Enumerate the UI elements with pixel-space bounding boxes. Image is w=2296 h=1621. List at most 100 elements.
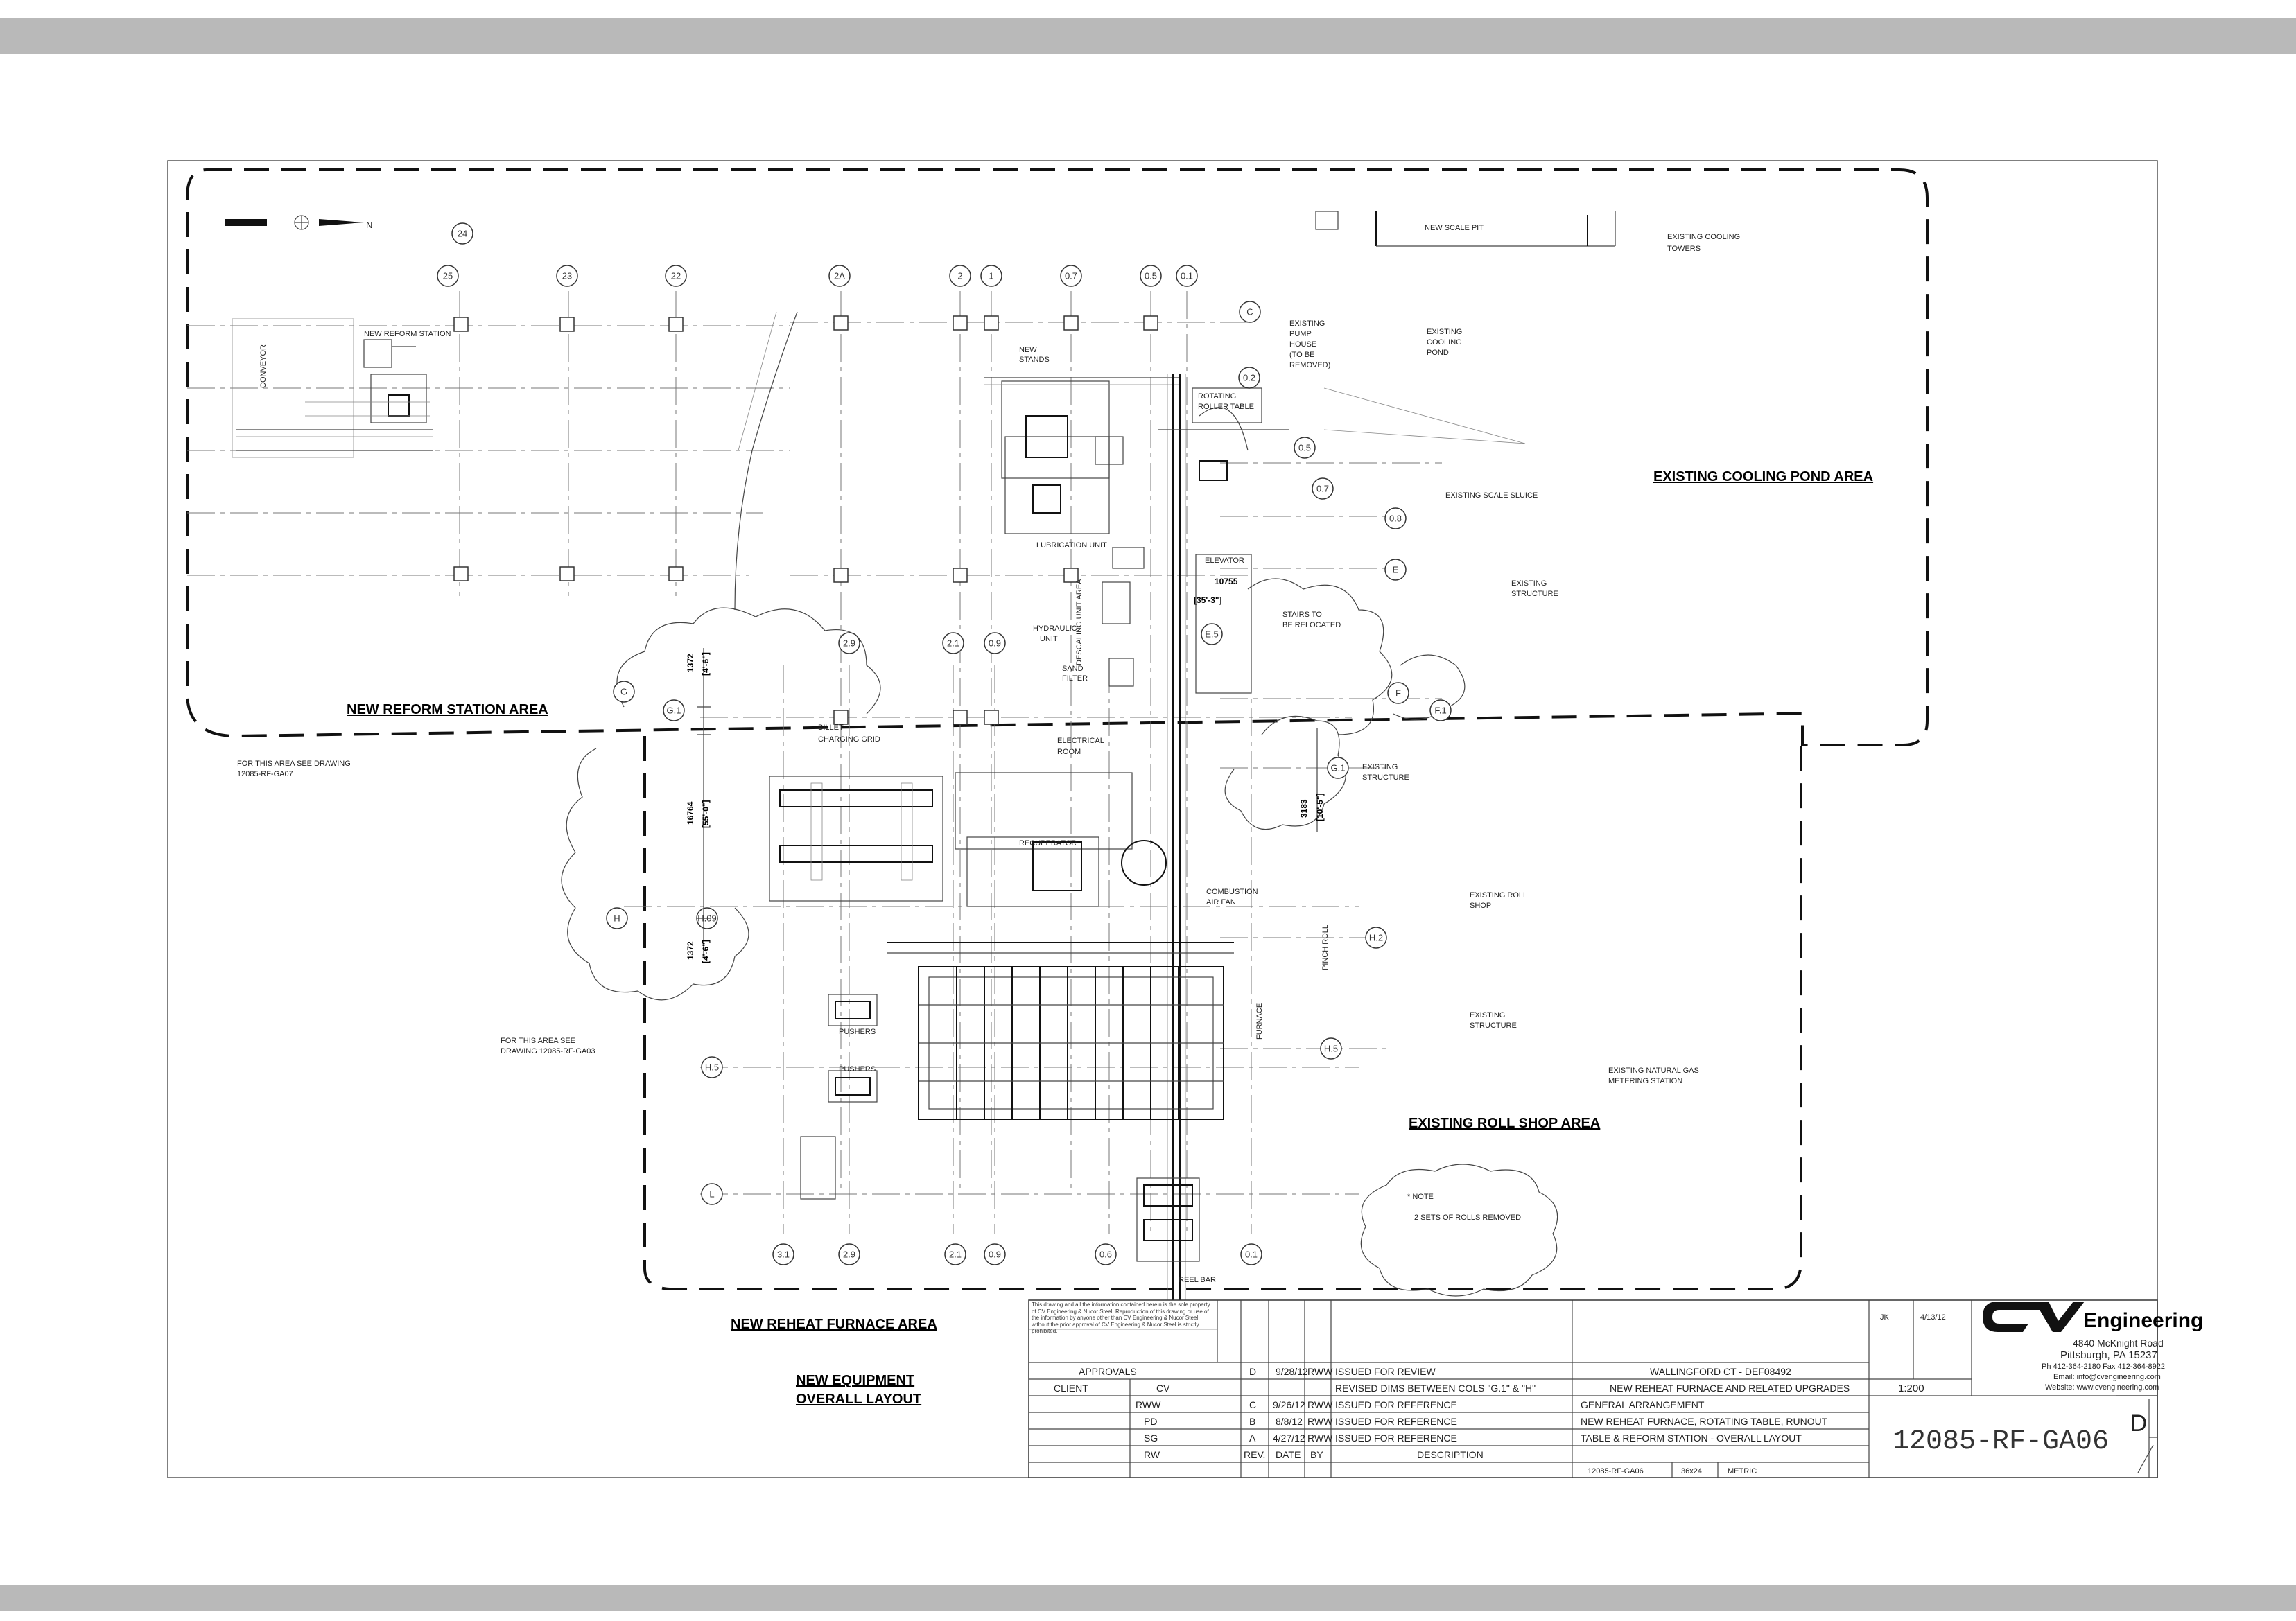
revision-row-a: SG A 4/27/12 RWW ISSUED FOR REFERENCE (1144, 1432, 1457, 1444)
svg-text:8/8/12: 8/8/12 (1276, 1416, 1303, 1427)
svg-text:BY: BY (1310, 1449, 1323, 1460)
svg-text:G.1: G.1 (1331, 763, 1346, 773)
electrical-room-label-2: ROOM (1057, 748, 1081, 756)
area-boundary-lower (643, 736, 1802, 1290)
pinch-roll-label: PINCH ROLL (1321, 925, 1330, 970)
svg-text:SG: SG (1144, 1432, 1158, 1444)
existing-pump-house-label-5: REMOVED) (1289, 361, 1330, 369)
existing-cooling-pond-label: EXISTING (1427, 328, 1462, 336)
grid-bubbles-mid: 2.9 2.1 0.9 (838, 632, 1006, 654)
descaling-unit-area-label: DESCALING UNIT AREA (1075, 579, 1084, 665)
existing-cooling-pond-label-2: COOLING (1427, 338, 1462, 347)
existing-structure-label-lower: EXISTING (1470, 1011, 1505, 1019)
svg-text:RWW: RWW (1136, 1399, 1161, 1410)
electrical-room-label: ELECTRICAL (1057, 737, 1104, 745)
svg-text:ISSUED FOR REVIEW: ISSUED FOR REVIEW (1335, 1366, 1436, 1377)
svg-text:0.6: 0.6 (1099, 1250, 1112, 1260)
revision-cloud-upper (616, 578, 1466, 830)
svg-text:2A: 2A (834, 271, 845, 281)
svg-text:DATE: DATE (1276, 1449, 1301, 1460)
runout-table: ROTATING ROLLER TABLE ELEVATOR (1158, 374, 1289, 1303)
cv-label: CV (1156, 1383, 1170, 1394)
grid-bubbles-top: 24 25 23 22 2A 2 1 0.7 0.5 0.1 (437, 222, 1198, 287)
svg-text:25: 25 (443, 271, 453, 281)
disclaimer-text: This drawing and all the information con… (1032, 1302, 1210, 1334)
building-columns-upper (453, 315, 1158, 725)
revision-letter: D (2130, 1410, 2148, 1437)
drawing-number: 12085-RF-GA06 (1893, 1426, 2109, 1457)
svg-text:REVISED DIMS BETWEEN COLS "G.1: REVISED DIMS BETWEEN COLS "G.1" & "H" (1335, 1383, 1536, 1394)
sand-filter-label: SAND (1062, 665, 1084, 673)
revision-cloud-left (561, 748, 749, 1001)
svg-text:A: A (1249, 1432, 1256, 1444)
svg-text:2.1: 2.1 (947, 638, 959, 649)
svg-text:RWW: RWW (1307, 1416, 1333, 1427)
note-cloud: * NOTE 2 SETS OF ROLLS REMOVED (1360, 1164, 1558, 1297)
drawn-by: JK (1880, 1313, 1890, 1322)
project-line-4: NEW REHEAT FURNACE, ROTATING TABLE, RUNO… (1581, 1416, 1828, 1427)
area-boundary-upper (186, 168, 1929, 746)
rotating-roller-table-label: ROTATING (1198, 392, 1236, 401)
svg-text:22: 22 (671, 271, 681, 281)
dim-16764-imperial: [55'-0"] (701, 800, 711, 828)
svg-text:9/26/12: 9/26/12 (1273, 1399, 1305, 1410)
grid-bubbles-bottom: 3.1 2.9 2.1 0.9 0.6 0.1 (772, 1243, 1262, 1265)
svg-text:9/28/12: 9/28/12 (1276, 1366, 1308, 1377)
company-address-2: Pittsburgh, PA 15237 (2060, 1349, 2157, 1361)
existing-structure-label-2: STRUCTURE (1511, 590, 1558, 598)
existing-structure-label-lower-2: STRUCTURE (1470, 1022, 1517, 1030)
svg-text:PD: PD (1144, 1416, 1157, 1427)
svg-text:F: F (1395, 688, 1401, 699)
existing-structure-label: EXISTING (1511, 579, 1547, 588)
svg-text:B: B (1249, 1416, 1255, 1427)
project-line-2: NEW REHEAT FURNACE AND RELATED UPGRADES (1610, 1383, 1850, 1394)
svg-text:RWW: RWW (1307, 1366, 1333, 1377)
svg-text:DESCRIPTION: DESCRIPTION (1417, 1449, 1484, 1460)
svg-text:E.5: E.5 (1205, 629, 1219, 640)
svg-text:C: C (1249, 1399, 1256, 1410)
svg-text:24: 24 (458, 229, 467, 239)
svg-text:H.5: H.5 (705, 1062, 719, 1073)
svg-text:0.7: 0.7 (1316, 484, 1329, 494)
svg-text:REV.: REV. (1244, 1449, 1265, 1460)
north-arrow: N (225, 215, 372, 230)
revision-row-c: RWW C 9/26/12 RWW ISSUED FOR REFERENCE (1136, 1399, 1457, 1410)
hydraulic-unit-label-2: UNIT (1040, 635, 1058, 643)
svg-text:H: H (614, 913, 620, 924)
svg-text:D: D (1249, 1366, 1256, 1377)
svg-text:0.1: 0.1 (1181, 271, 1193, 281)
new-scale-pit: NEW SCALE PIT (1315, 211, 1616, 247)
existing-cooling-pond-label-3: POND (1427, 349, 1449, 357)
billet-charging-grid: BILLET CHARGING GRID (769, 724, 943, 902)
existing-natural-gas-label-2: METERING STATION (1608, 1077, 1682, 1085)
revision-row-d: D 9/28/12 RWW ISSUED FOR REVIEW (1249, 1366, 1436, 1377)
company-website: Website: www.cvengineering.com (2045, 1383, 2159, 1392)
svg-text:ISSUED FOR REFERENCE: ISSUED FOR REFERENCE (1335, 1416, 1457, 1427)
svg-text:H.5: H.5 (1324, 1044, 1338, 1054)
svg-text:0.5: 0.5 (1145, 271, 1157, 281)
pushers-label: PUSHERS (839, 1028, 876, 1036)
svg-text:C: C (1246, 307, 1253, 317)
see-drawing-note-1b: 12085-RF-GA07 (237, 770, 293, 778)
client-label: CLIENT (1054, 1383, 1088, 1394)
hydraulic-unit-label: HYDRAULIC (1033, 624, 1077, 633)
stairs-label: STAIRS TO (1282, 611, 1322, 619)
dim-1372-upper-imperial: [4'-6"] (701, 652, 711, 676)
revision-header: RW REV. DATE BY DESCRIPTION (1144, 1449, 1484, 1460)
new-stands-equipment: NEW STANDS LUBRICATION UNIT HYDRAULIC UN… (984, 346, 1179, 687)
note-text: 2 SETS OF ROLLS REMOVED (1414, 1213, 1521, 1222)
dim-1372-upper: 1372 (686, 654, 695, 672)
dim-3183: 3183 (1299, 799, 1309, 818)
svg-text:0.5: 0.5 (1298, 443, 1311, 453)
combustion-air-fan-label: COMBUSTION (1206, 888, 1258, 896)
svg-text:3.1: 3.1 (777, 1250, 790, 1260)
pushers: PUSHERS PUSHERS (828, 994, 878, 1103)
scale: 1:200 (1898, 1383, 1924, 1394)
svg-text:ISSUED FOR REFERENCE: ISSUED FOR REFERENCE (1335, 1399, 1457, 1410)
recuperator-label: RECUPERATOR (1019, 839, 1077, 848)
area-title-rollshop: EXISTING ROLL SHOP AREA (1409, 1116, 1600, 1131)
existing-roll-shop-label-2: SHOP (1470, 902, 1491, 910)
area-title-reform: NEW REFORM STATION AREA (347, 702, 548, 717)
project-line-3: GENERAL ARRANGEMENT (1581, 1399, 1705, 1410)
company-logo: Engineering (1983, 1302, 2203, 1332)
